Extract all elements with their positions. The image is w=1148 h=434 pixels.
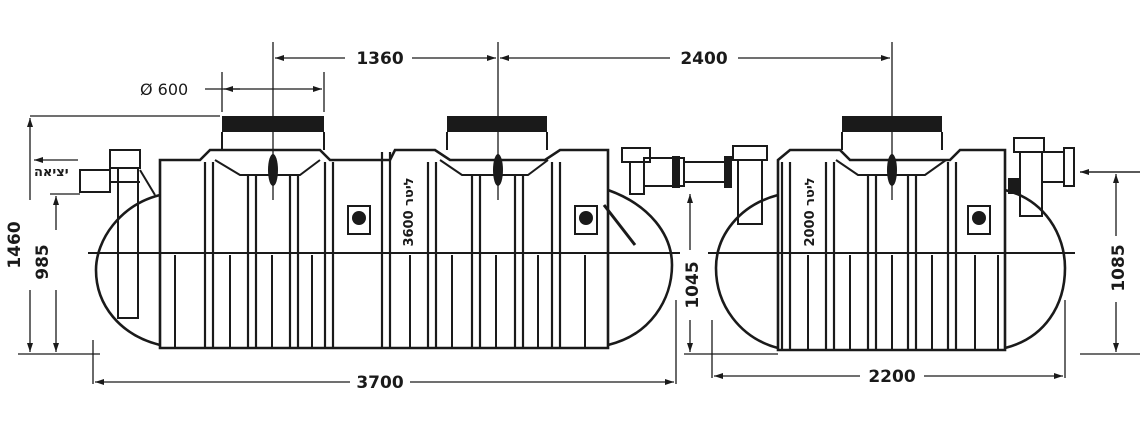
dim-1045: 1045 — [683, 261, 703, 308]
dim-3700: 3700 — [356, 373, 403, 393]
inlet-pipe-right — [1008, 137, 1075, 217]
dim-manhole-diameter: Ø 600 — [140, 80, 188, 99]
dim-2200: 2200 — [868, 367, 915, 387]
dim-1360: 1360 — [356, 49, 403, 69]
connecting-pipe — [643, 156, 732, 188]
outlet-pipe-left — [79, 149, 156, 319]
small-tank — [708, 116, 1075, 352]
dim-1085: 1085 — [1109, 244, 1129, 291]
dim-1460: 1460 — [5, 221, 25, 268]
dimension-lines — [18, 42, 1140, 385]
tank-3600-label: 3600 ליטר — [402, 177, 417, 246]
dim-2400: 2400 — [680, 49, 727, 69]
dim-985: 985 — [33, 244, 53, 280]
large-tank — [79, 116, 680, 350]
tank-2000-label: 2000 ליטר — [803, 177, 818, 246]
outlet-label: יציאה — [34, 165, 69, 180]
